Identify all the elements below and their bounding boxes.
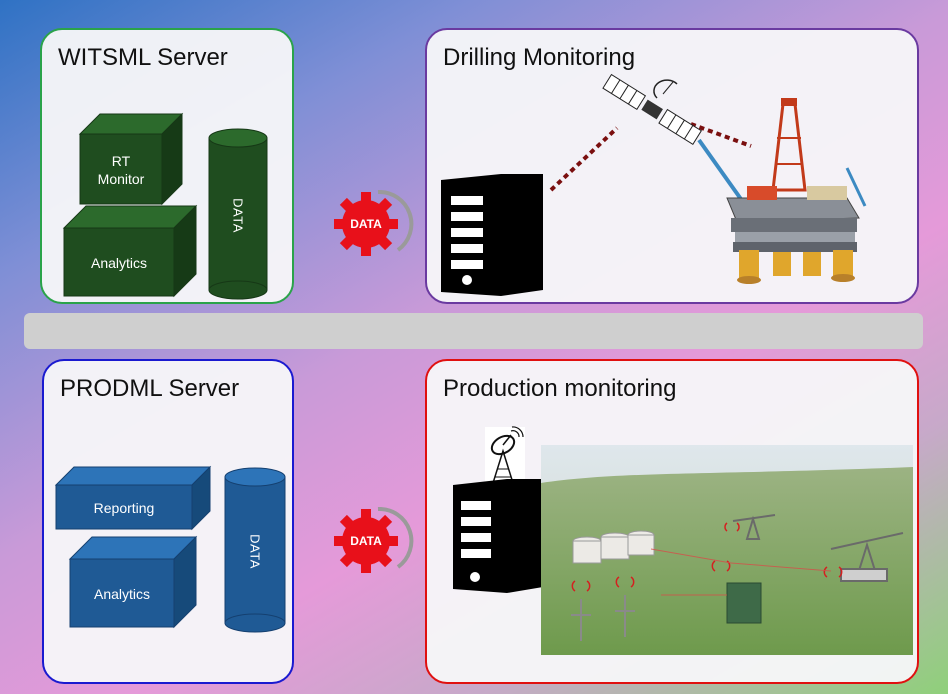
rt-monitor-cube	[78, 112, 184, 206]
witsml-server-panel: WITSML Server RT Monitor Analytics DATA	[40, 28, 294, 304]
oilfield-scene-icon	[541, 445, 913, 655]
reporting-cube	[54, 465, 212, 531]
drilling-monitoring-panel: Drilling Monitoring	[425, 28, 919, 304]
witsml-data-label: DATA	[230, 198, 246, 233]
section-divider	[24, 313, 923, 349]
data-connector-top-label: DATA	[350, 217, 382, 231]
analytics-cube-witsml	[62, 204, 198, 298]
analytics-cube-prodml	[68, 535, 198, 629]
satellite-icon	[602, 73, 703, 146]
rt-monitor-label: RT Monitor	[97, 153, 145, 187]
production-monitoring-title: Production monitoring	[443, 375, 677, 402]
production-monitoring-panel: Production monitoring	[425, 359, 919, 684]
radio-antenna-icon	[485, 426, 525, 485]
satellite-link-lines	[549, 122, 752, 192]
prodml-analytics-label: Analytics	[93, 586, 151, 602]
data-connector-top: DATA	[334, 189, 414, 272]
witsml-data-cylinder	[208, 128, 268, 300]
prodml-server-title: PRODML Server	[60, 375, 240, 402]
reporting-label: Reporting	[93, 500, 155, 516]
offshore-rig-icon	[697, 98, 867, 284]
prodml-data-cylinder	[224, 467, 286, 633]
data-connector-bottom-label: DATA	[350, 534, 382, 548]
prodml-data-label: DATA	[247, 534, 263, 569]
witsml-analytics-label: Analytics	[90, 255, 148, 271]
data-gear-icon	[334, 189, 414, 256]
data-connector-bottom: DATA	[334, 506, 414, 589]
drilling-monitoring-title: Drilling Monitoring	[443, 44, 636, 71]
prodml-server-panel: PRODML Server Reporting Analytics DATA	[42, 359, 294, 684]
server-icon	[453, 479, 543, 593]
data-gear-icon	[334, 506, 414, 573]
witsml-server-title: WITSML Server	[58, 44, 228, 71]
server-icon	[441, 174, 543, 296]
